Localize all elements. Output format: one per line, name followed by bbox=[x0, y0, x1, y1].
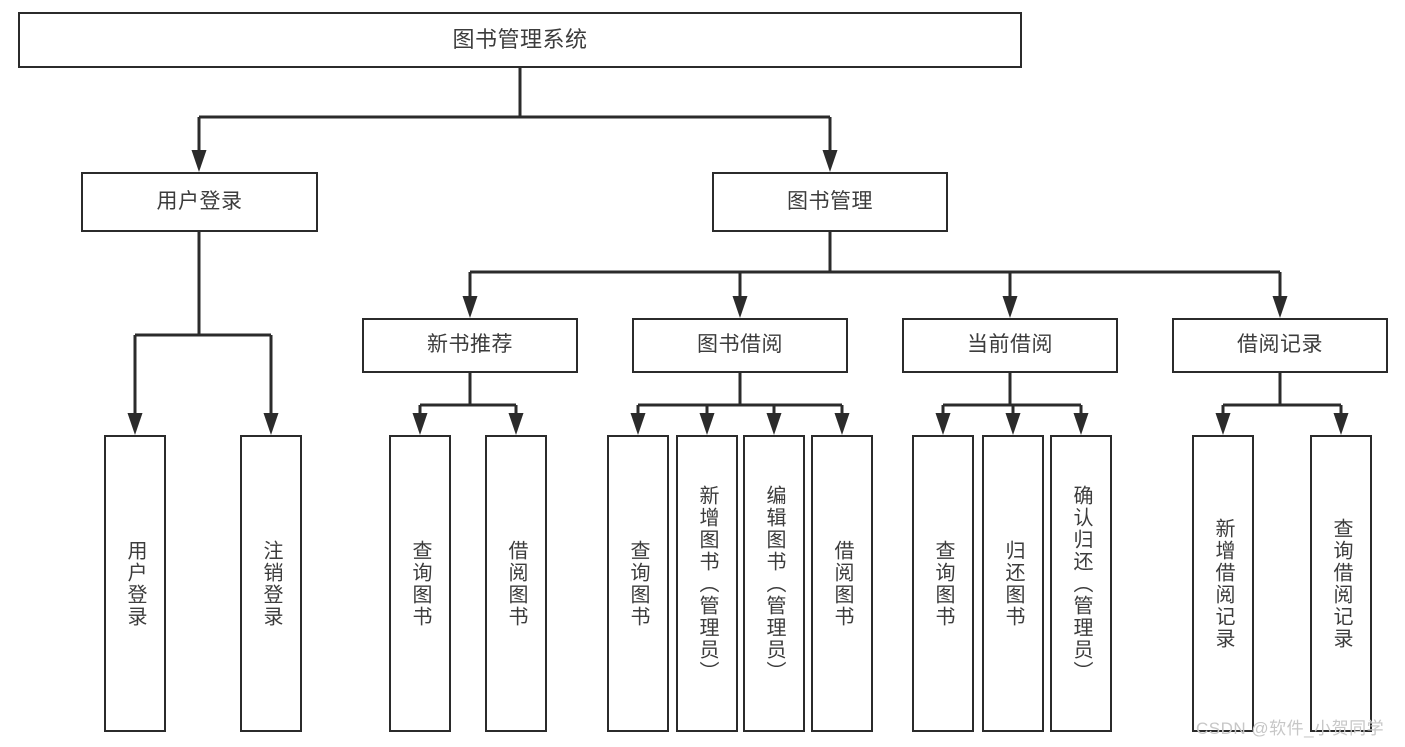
arrowhead-icon bbox=[699, 413, 715, 435]
arrowhead-icon bbox=[1005, 413, 1021, 435]
arrowhead-icon bbox=[1333, 413, 1349, 435]
arrowhead-icon bbox=[1002, 296, 1018, 318]
arrowhead-icon bbox=[822, 150, 838, 172]
node-label: 查询图书 bbox=[932, 539, 954, 628]
node-label: 编辑图书（管理员） bbox=[763, 484, 785, 683]
node-label: 归还图书 bbox=[1002, 539, 1024, 628]
arrowhead-icon bbox=[263, 413, 279, 435]
node-leaf-borrow-query-book[interactable]: 查询图书 bbox=[607, 435, 669, 732]
arrowhead-icon bbox=[766, 413, 782, 435]
node-leaf-cur-query-book[interactable]: 查询图书 bbox=[912, 435, 974, 732]
arrowhead-icon bbox=[508, 413, 524, 435]
node-leaf-rec-query-record[interactable]: 查询借阅记录 bbox=[1310, 435, 1372, 732]
node-book-borrow[interactable]: 图书借阅 bbox=[632, 318, 848, 373]
node-book-manage[interactable]: 图书管理 bbox=[712, 172, 948, 232]
node-label: 查询图书 bbox=[409, 539, 431, 628]
node-leaf-cur-confirm-return[interactable]: 确认归还（管理员） bbox=[1050, 435, 1112, 732]
node-leaf-borrow-edit-book[interactable]: 编辑图书（管理员） bbox=[743, 435, 805, 732]
node-label: 当前借阅 bbox=[967, 333, 1053, 357]
node-leaf-borrow-add-book[interactable]: 新增图书（管理员） bbox=[676, 435, 738, 732]
node-label: 确认归还（管理员） bbox=[1070, 484, 1092, 683]
arrowhead-icon bbox=[462, 296, 478, 318]
node-label: 查询借阅记录 bbox=[1330, 517, 1352, 650]
arrowhead-icon bbox=[630, 413, 646, 435]
arrowhead-icon bbox=[1272, 296, 1288, 318]
node-label: 新书推荐 bbox=[427, 333, 513, 357]
node-leaf-user-logout[interactable]: 注销登录 bbox=[240, 435, 302, 732]
arrowhead-icon bbox=[127, 413, 143, 435]
arrowhead-icon bbox=[1073, 413, 1089, 435]
node-new-book-rec[interactable]: 新书推荐 bbox=[362, 318, 578, 373]
node-borrow-record[interactable]: 借阅记录 bbox=[1172, 318, 1388, 373]
node-leaf-rec-query-book[interactable]: 查询图书 bbox=[389, 435, 451, 732]
node-current-borrow[interactable]: 当前借阅 bbox=[902, 318, 1118, 373]
node-label: 新增图书（管理员） bbox=[696, 484, 718, 683]
arrowhead-icon bbox=[935, 413, 951, 435]
node-label: 用户登录 bbox=[124, 539, 146, 628]
watermark-label: CSDN @软件_小贺同学 bbox=[1196, 719, 1385, 738]
node-label: 查询图书 bbox=[627, 539, 649, 628]
node-label: 图书管理 bbox=[787, 189, 873, 213]
arrowhead-icon bbox=[834, 413, 850, 435]
node-leaf-rec-borrow-book[interactable]: 借阅图书 bbox=[485, 435, 547, 732]
node-leaf-cur-return-book[interactable]: 归还图书 bbox=[982, 435, 1044, 732]
node-label: 新增借阅记录 bbox=[1212, 517, 1234, 650]
arrowhead-icon bbox=[732, 296, 748, 318]
node-leaf-rec-add-record[interactable]: 新增借阅记录 bbox=[1192, 435, 1254, 732]
arrowhead-icon bbox=[191, 150, 207, 172]
arrowhead-icon bbox=[1215, 413, 1231, 435]
node-label: 用户登录 bbox=[156, 189, 243, 213]
node-label: 借阅图书 bbox=[505, 539, 527, 628]
node-user-login[interactable]: 用户登录 bbox=[81, 172, 318, 232]
node-label: 借阅图书 bbox=[831, 539, 853, 628]
node-label: 借阅记录 bbox=[1237, 333, 1323, 357]
node-root[interactable]: 图书管理系统 bbox=[18, 12, 1022, 68]
node-leaf-user-login[interactable]: 用户登录 bbox=[104, 435, 166, 732]
node-label: 注销登录 bbox=[260, 539, 282, 628]
arrowhead-icon bbox=[412, 413, 428, 435]
node-leaf-borrow-borrow-book[interactable]: 借阅图书 bbox=[811, 435, 873, 732]
node-label: 图书管理系统 bbox=[452, 27, 588, 53]
node-label: 图书借阅 bbox=[697, 333, 783, 357]
